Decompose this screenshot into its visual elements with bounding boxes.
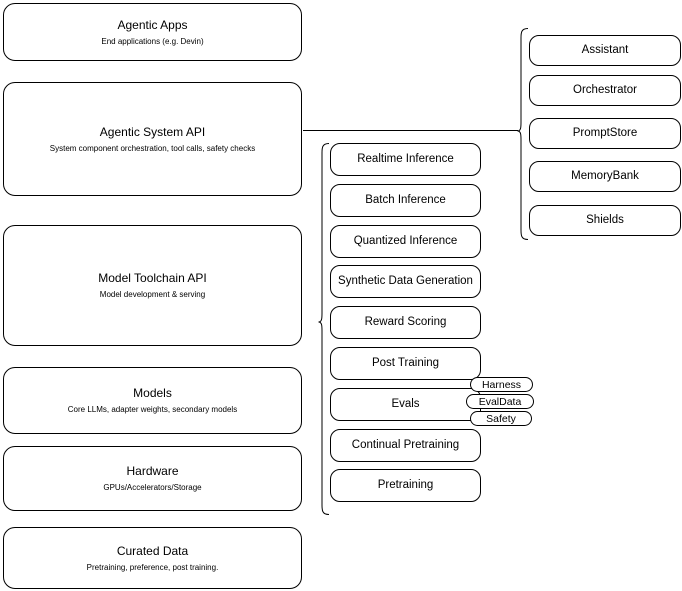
toolchain-item-realtime-inference[interactable]: Realtime Inference [330, 143, 481, 176]
layer-title: Models [133, 386, 172, 400]
toolchain-item-batch-inference[interactable]: Batch Inference [330, 184, 481, 217]
item-label: Batch Inference [365, 194, 446, 207]
agentic-component-orchestrator[interactable]: Orchestrator [529, 75, 681, 106]
layer-subtitle: Model development & serving [99, 290, 206, 299]
agentic-component-shields[interactable]: Shields [529, 205, 681, 236]
item-label: Shields [586, 214, 624, 227]
agentic-component-memorybank[interactable]: MemoryBank [529, 161, 681, 192]
eval-badge-safety[interactable]: Safety [470, 411, 532, 426]
agentic-component-promptstore[interactable]: PromptStore [529, 118, 681, 149]
toolchain-item-pretraining[interactable]: Pretraining [330, 469, 481, 502]
toolchain-item-synthetic-data-generation[interactable]: Synthetic Data Generation [330, 265, 481, 298]
item-label: Realtime Inference [357, 153, 454, 166]
layer-models[interactable]: Models Core LLMs, adapter weights, secon… [3, 367, 302, 434]
toolchain-item-evals[interactable]: Evals [330, 388, 481, 421]
layer-subtitle: GPUs/Accelerators/Storage [103, 483, 202, 492]
eval-badge-harness[interactable]: Harness [470, 377, 533, 392]
layer-subtitle: Core LLMs, adapter weights, secondary mo… [67, 405, 238, 414]
item-label: Orchestrator [573, 84, 637, 97]
layer-curated-data[interactable]: Curated Data Pretraining, preference, po… [3, 527, 302, 589]
item-label: Reward Scoring [364, 316, 447, 329]
toolchain-item-post-training[interactable]: Post Training [330, 347, 481, 380]
item-label: MemoryBank [571, 170, 639, 183]
item-label: Assistant [581, 44, 629, 57]
layer-title: Hardware [126, 464, 179, 478]
layer-title: Curated Data [116, 543, 189, 558]
layer-subtitle: End applications (e.g. Devin) [101, 36, 204, 46]
layer-title: Agentic System API [99, 124, 206, 139]
layer-hardware[interactable]: Hardware GPUs/Accelerators/Storage [3, 446, 302, 511]
layer-title: Agentic Apps [117, 17, 188, 32]
item-label: Pretraining [377, 479, 434, 492]
agentic-component-assistant[interactable]: Assistant [529, 35, 681, 66]
item-label: Quantized Inference [353, 235, 458, 248]
item-label: PromptStore [572, 127, 638, 140]
layer-subtitle: Pretraining, preference, post training. [86, 562, 219, 572]
brace-middle-column [318, 143, 330, 515]
layer-agentic-system-api[interactable]: Agentic System API System component orch… [3, 82, 302, 196]
toolchain-item-quantized-inference[interactable]: Quantized Inference [330, 225, 481, 258]
toolchain-item-continual-pretraining[interactable]: Continual Pretraining [330, 429, 481, 462]
item-label: Post Training [371, 357, 440, 370]
eval-badge-evaldata[interactable]: EvalData [466, 394, 534, 409]
item-label: Continual Pretraining [351, 439, 460, 452]
item-label: Evals [391, 398, 420, 411]
layer-agentic-apps[interactable]: Agentic Apps End applications (e.g. Devi… [3, 3, 302, 61]
brace-right-column [517, 28, 529, 240]
item-label: Synthetic Data Generation [338, 275, 473, 288]
layer-subtitle: System component orchestration, tool cal… [49, 143, 256, 153]
layer-model-toolchain-api[interactable]: Model Toolchain API Model development & … [3, 225, 302, 346]
layer-title: Model Toolchain API [98, 271, 207, 285]
toolchain-item-reward-scoring[interactable]: Reward Scoring [330, 306, 481, 339]
